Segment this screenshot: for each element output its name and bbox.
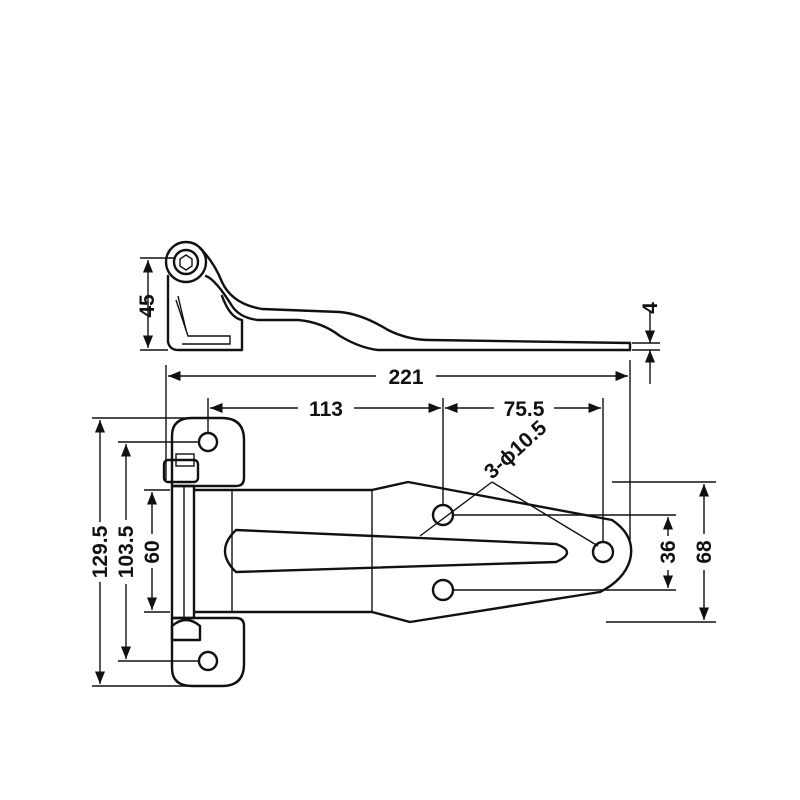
dim-68-label: 68 (693, 540, 716, 564)
dim-1295-gap (86, 522, 114, 582)
bracket-edge (177, 295, 187, 331)
dim-1295-label: 129.5 (89, 525, 112, 578)
dim-113-label: 113 (309, 398, 343, 421)
knuckle-outer (164, 240, 208, 284)
pin-nut (179, 254, 193, 271)
side-bracket (166, 274, 244, 352)
top-view: 221 113 75.5 3-ϕ10.5 129.5 103.5 60 (86, 360, 718, 688)
dim-755-label: 75.5 (504, 398, 545, 421)
dim-4-label: 4 (639, 302, 662, 314)
pin-head (162, 458, 200, 484)
lower-ear (170, 616, 246, 688)
dim-60-gap (140, 534, 166, 568)
dim-221-gap (376, 362, 436, 386)
dim-1035-gap (112, 520, 140, 584)
hole-callout-leader (419, 481, 493, 537)
lower-ear-hole (197, 650, 219, 672)
strap-body (192, 480, 633, 624)
leaf-upper-contour (198, 246, 632, 345)
dim-60-label: 60 (141, 540, 164, 563)
strap-hole-lower (431, 578, 455, 602)
pin-tail (170, 618, 202, 642)
dim-1035-label: 103.5 (115, 525, 138, 578)
center-rib-slot (223, 528, 569, 574)
leaf-lower-contour (204, 274, 632, 352)
dim-755-gap (494, 394, 554, 418)
knuckle-inner (172, 248, 200, 276)
upper-ear-hole (197, 431, 219, 453)
strap-hole-upper (431, 503, 455, 527)
side-view: 45 4 (136, 240, 662, 384)
hinge-pin (170, 484, 196, 620)
dim-113-gap (298, 394, 354, 418)
dim-36-gap (656, 536, 682, 570)
pin-nut-top (175, 453, 195, 467)
hole-callout-label: 3-ϕ10.5 (480, 416, 552, 484)
dim-36-label: 36 (657, 540, 680, 563)
upper-ear (170, 416, 246, 488)
dim-45-label: 45 (136, 294, 159, 318)
hole-callout-leader-end (491, 481, 599, 547)
dim-68-gap (692, 534, 718, 570)
dim-221-label: 221 (388, 366, 423, 389)
